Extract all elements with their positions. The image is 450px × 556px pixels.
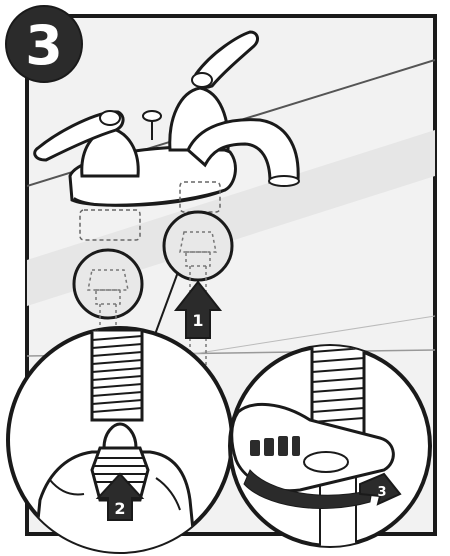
arrow-2-label: 2	[114, 499, 125, 518]
drain-knob	[143, 111, 161, 121]
arrow-1-label: 1	[192, 311, 203, 330]
arrow-3-label: 3	[377, 485, 386, 500]
zoom-detail-hand-tighten	[8, 328, 232, 556]
step-number: 3	[25, 14, 63, 77]
threaded-shank	[92, 330, 142, 420]
step-number-badge: 3	[6, 6, 82, 82]
